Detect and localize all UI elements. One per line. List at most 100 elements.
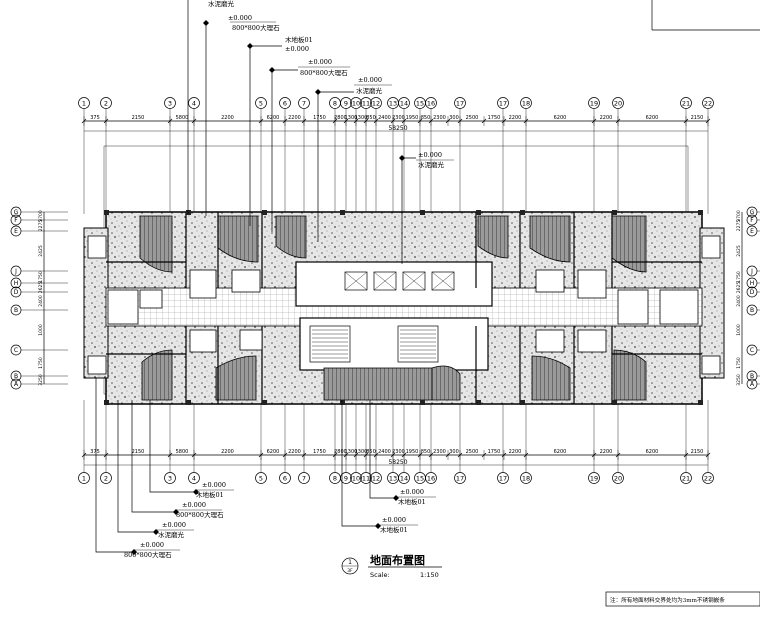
bottom-grid-bubble xyxy=(360,472,372,484)
annotation-b1-material: 木地板01 xyxy=(196,490,224,499)
bottom-grid-label: 1 xyxy=(82,474,86,482)
top-dimension-label: 1750 xyxy=(488,115,501,121)
left-row-dimension: 3700 xyxy=(38,210,44,222)
top-grid-bubble xyxy=(680,97,692,109)
bottom-grid-label: 16 xyxy=(427,474,435,482)
top-grid-label: 7 xyxy=(302,99,306,107)
bottom-grid-bubble xyxy=(612,472,624,484)
right-row-bubble xyxy=(746,225,758,237)
top-grid-label: 1 xyxy=(82,99,86,107)
top-grid-bubble xyxy=(100,97,112,109)
left-row-dimension: 1000 xyxy=(38,324,44,336)
rooms-wood-top xyxy=(139,215,647,273)
top-grid-bubble xyxy=(360,97,372,109)
annotation-b1-level: ±0.000 xyxy=(202,481,226,489)
rooms-wood-bottom xyxy=(141,349,647,401)
structural-columns xyxy=(104,210,703,405)
top-dimension-label: 2800 xyxy=(334,115,347,121)
top-grid-bubble xyxy=(350,97,362,109)
annotation-a4-material: 800*800大理石 xyxy=(300,68,348,77)
grid-axis-right: GFEJHDBCBA370022752425175026252400100017… xyxy=(736,206,760,390)
top-grid-label: 8 xyxy=(333,99,337,107)
bottom-grid-bubble xyxy=(588,472,600,484)
top-grid-bubble xyxy=(588,97,600,109)
bottom-dimension-label: 2200 xyxy=(288,449,301,455)
top-dimension-label: 6200 xyxy=(646,115,659,121)
top-dimension-label: 6200 xyxy=(554,115,567,121)
bottom-grid-bubble xyxy=(454,472,466,484)
bottom-grid-label: 14 xyxy=(400,474,408,482)
left-row-bubble xyxy=(10,206,22,218)
left-row-dimension: 2400 xyxy=(38,295,44,307)
left-row-label: A xyxy=(14,381,19,388)
right-row-label: D xyxy=(750,289,755,296)
top-grid-label: 11 xyxy=(362,99,370,107)
top-grid-label: 19 xyxy=(590,99,598,107)
top-grid-label: 12 xyxy=(372,99,380,107)
top-grid-label: 5 xyxy=(259,99,263,107)
top-dimension-label: 5800 xyxy=(176,115,189,121)
total-dimension-bottom: 58250 xyxy=(388,459,407,466)
bottom-grid-label: 12 xyxy=(372,474,380,482)
top-dimension-label: 375 xyxy=(90,115,100,121)
bottom-dimension-label: 2500 xyxy=(466,449,479,455)
bottom-dimension-label: 300 xyxy=(449,449,459,455)
annotation-b4-level: ±0.000 xyxy=(140,541,164,549)
annotation-b2-level: ±0.000 xyxy=(182,501,206,509)
annotation-a3-material: 木地板01 xyxy=(285,35,313,44)
title-block-frame xyxy=(651,0,760,31)
left-row-dimension: 2425 xyxy=(38,245,44,257)
annotation-b3-material: 水泥磨光 xyxy=(158,530,185,539)
elevator-shafts xyxy=(344,271,455,291)
annotation-a2-level: ±0.000 xyxy=(228,14,252,22)
top-grid-label: 13 xyxy=(389,99,397,107)
top-grid-bubble xyxy=(454,97,466,109)
top-grid-label: 22 xyxy=(704,99,712,107)
left-row-bubble xyxy=(10,370,22,382)
top-grid-bubble xyxy=(520,97,532,109)
bottom-grid-label: 6 xyxy=(283,474,287,482)
right-row-bubble xyxy=(746,277,758,289)
top-grid-label: 15 xyxy=(416,99,424,107)
note-text: 注：所有地面材料交界处均为3mm不锈钢嵌条 xyxy=(610,596,725,604)
top-grid-label: 10 xyxy=(352,99,360,107)
annotation-b6-level: ±0.000 xyxy=(382,516,406,524)
bottom-grid-bubble xyxy=(680,472,692,484)
bottom-grid-label: 11 xyxy=(362,474,370,482)
right-row-label: J xyxy=(750,268,753,275)
bottom-grid-label: 17 xyxy=(499,474,507,482)
bottom-grid-bubble xyxy=(425,472,437,484)
total-dimension-top: 58250 xyxy=(388,125,407,132)
right-row-bubble xyxy=(746,370,758,382)
top-dimension-label: 2500 xyxy=(466,115,479,121)
bottom-dimension-label: 2400 xyxy=(378,449,391,455)
bottom-dimension-label: 2150 xyxy=(691,449,704,455)
top-grid-bubble xyxy=(425,97,437,109)
top-dimension-label: 2400 xyxy=(378,115,391,121)
right-row-bubble xyxy=(746,304,758,316)
annotations-top: 水泥磨光 ±0.000 800*800大理石 木地板01 ±0.000 ±0.0… xyxy=(208,0,454,169)
building-plan xyxy=(83,210,725,405)
bottom-grid-bubble xyxy=(255,472,267,484)
bottom-dimension-label: 1300 xyxy=(355,449,368,455)
bottom-grid-bubble xyxy=(188,472,200,484)
right-row-dimension: 3700 xyxy=(736,210,742,222)
right-row-label: B xyxy=(750,373,754,380)
right-row-dimension: 1000 xyxy=(736,324,742,336)
top-grid-label: 3 xyxy=(168,99,172,107)
annotation-a5-level: ±0.000 xyxy=(358,76,382,84)
right-row-bubble xyxy=(746,286,758,298)
bottom-dimension-label: 1750 xyxy=(313,449,326,455)
bottom-grid-bubble xyxy=(497,472,509,484)
bottom-dimension-label: 6200 xyxy=(554,449,567,455)
left-row-label: H xyxy=(14,280,19,287)
bottom-grid-bubble xyxy=(340,472,352,484)
right-row-bubble xyxy=(746,378,758,390)
stair-core xyxy=(299,317,489,371)
right-row-label: A xyxy=(750,381,755,388)
bottom-grid-label: 19 xyxy=(590,474,598,482)
annotation-b3-level: ±0.000 xyxy=(162,521,186,529)
top-dimension-label: 1950 xyxy=(406,115,419,121)
